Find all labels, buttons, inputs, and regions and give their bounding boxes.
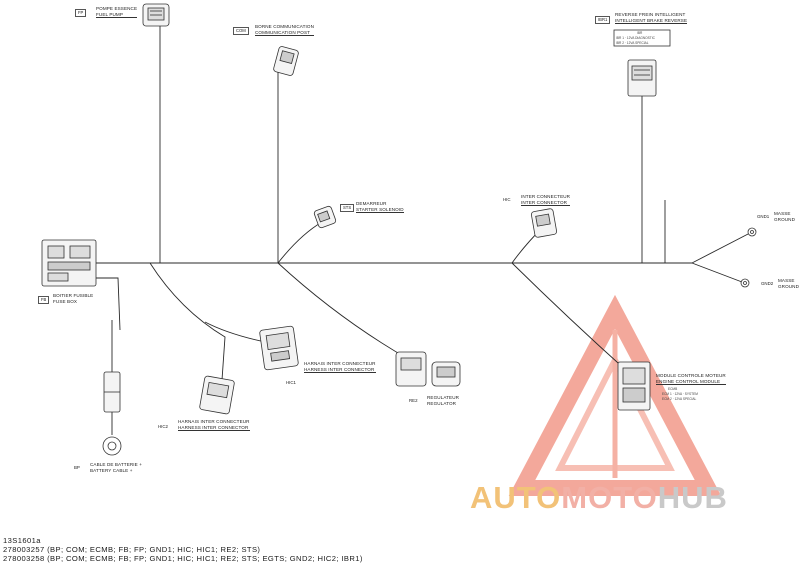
label-ground-1-en: GROUND [774, 216, 796, 222]
label-code-hic1: HIC1 [286, 380, 297, 385]
ecm-table-title: ECMB [668, 387, 678, 391]
connector-fuse-box [41, 239, 97, 287]
label-regulator: REGULATEUR REGULATOR [427, 395, 459, 406]
label-inter-connector: INTER CONNECTEUR INTER CONNECTOR [521, 194, 571, 207]
footer-line-2: 278003258 (BP; COM; ECMB; FB; FP; GND1; … [3, 554, 363, 563]
label-code-hic: HIC [503, 197, 511, 202]
label-code-gnd1: GND1 [757, 214, 770, 219]
watermark-part-auto: AUTO [470, 480, 562, 515]
label-hic2-en: HARNESS INTER CONNECTOR [178, 424, 250, 432]
label-battery-cable: CABLE DE BATTERIE + BATTERY CABLE + [90, 462, 142, 473]
label-engine-control-module: MODULE CONTROLE MOTEUR ENGINE CONTROL MO… [656, 373, 726, 386]
label-ground-2-fr: MASSE [778, 278, 795, 283]
label-ibr-fr: REVERSE FREIN INTELLIGENT [615, 12, 686, 17]
ibr-table-row-2: IBR 2 · 12VA SPECIAL [616, 41, 649, 45]
label-code-ibr: IBR1 [595, 16, 611, 24]
label-code-fp: FP [75, 9, 87, 17]
label-code-fb: FB [38, 296, 50, 304]
label-harness-inter-connector-1: HARNAIS INTER CONNECTEUR HARNESS INTER C… [304, 361, 376, 374]
footer-ref: 13S1601a [3, 536, 41, 545]
label-inter-connector-en: INTER CONNECTOR [521, 200, 571, 207]
label-regulator-en: REGULATOR [427, 400, 457, 406]
connector-harness-inter-connector-2 [199, 375, 235, 415]
ibr-table-title: IBR [637, 31, 643, 35]
label-ecm-fr: MODULE CONTROLE MOTEUR [656, 373, 726, 378]
label-fuel-pump-fr: POMPE ESSENCE [96, 6, 138, 11]
label-hic2-fr: HARNAIS INTER CONNECTEUR [178, 419, 250, 424]
watermark-triangle-logo [508, 294, 722, 496]
label-code-bp: BP [74, 465, 80, 470]
label-inter-connector-fr: INTER CONNECTEUR [521, 194, 571, 199]
label-code-hic2: HIC2 [158, 424, 169, 429]
label-code-sts: STS [340, 204, 355, 212]
label-battery-cable-fr: CABLE DE BATTERIE + [90, 462, 142, 467]
label-starter-fr: DEMARREUR [356, 201, 387, 206]
ecm-table-row-1: ECM 1 · 12VA · SYSTEM [662, 392, 698, 396]
label-communication-post: BORNE COMMUNICATION COMMUNICATION POST [255, 24, 314, 37]
watermark-part-hub: HUB [657, 480, 728, 515]
label-ground-2: MASSE GROUND [778, 278, 799, 289]
label-ibr-en: INTELLIGENT BRAKE REVERSE [615, 17, 688, 25]
connector-engine-control-module [617, 361, 651, 411]
label-ground-2-en: GROUND [778, 283, 800, 289]
footer-line-1: 278003257 (BP; COM; ECMB; FB; FP; GND1; … [3, 545, 261, 554]
label-battery-cable-en: BATTERY CABLE + [90, 467, 133, 473]
label-hic1-en: HARNESS INTER CONNECTOR [304, 366, 376, 374]
watermark-part-moto: MOTO [561, 480, 658, 515]
ground-terminal-1 [747, 227, 757, 237]
battery-cable-terminal [102, 371, 122, 456]
label-regulator-fr: REGULATEUR [427, 395, 460, 400]
label-code-gnd2: GND2 [761, 281, 774, 286]
label-ecm-en: ENGINE CONTROL MODULE [656, 379, 726, 386]
label-harness-inter-connector-2: HARNAIS INTER CONNECTEUR HARNESS INTER C… [178, 419, 250, 432]
ibr-table-row-1: IBR 1 · 12VA DIAGNOSTIC [616, 36, 655, 40]
label-code-com: COM [233, 27, 249, 35]
label-starter-solenoid: DEMARREUR STARTER SOLENOID [356, 201, 404, 214]
connector-regulator [395, 351, 461, 387]
label-communication-post-en: COMMUNICATION POST [255, 30, 314, 37]
connector-starter-solenoid [313, 205, 337, 229]
label-fuel-pump-en: FUEL PUMP [96, 12, 138, 19]
label-code-re2: RE2 [409, 398, 418, 403]
connector-fuel-pump [142, 3, 170, 27]
connector-inter-connector [530, 208, 558, 238]
connector-harness-inter-connector-1 [259, 325, 299, 371]
watermark-text: AUTOMOTOHUB [470, 480, 728, 516]
label-fuse-box: BOITIER FUSIBLE FUSE BOX [53, 293, 93, 304]
label-hic1-fr: HARNAIS INTER CONNECTEUR [304, 361, 376, 366]
label-intelligent-brake-reverse: REVERSE FREIN INTELLIGENT INTELLIGENT BR… [615, 12, 688, 25]
label-communication-post-fr: BORNE COMMUNICATION [255, 24, 314, 29]
label-ground-1: MASSE GROUND [774, 211, 795, 222]
connector-intelligent-brake-reverse [613, 29, 671, 97]
connector-communication-post [273, 46, 299, 76]
ground-terminal-2 [740, 278, 750, 288]
label-starter-en: STARTER SOLENOID [356, 206, 404, 214]
label-fuse-box-fr: BOITIER FUSIBLE [53, 293, 94, 298]
label-fuel-pump: POMPE ESSENCE FUEL PUMP [96, 6, 138, 19]
ecm-table-row-2: ECM 2 · 12VA SPECIAL [662, 397, 697, 401]
label-fuse-box-en: FUSE BOX [53, 298, 78, 304]
label-ground-1-fr: MASSE [774, 211, 791, 216]
